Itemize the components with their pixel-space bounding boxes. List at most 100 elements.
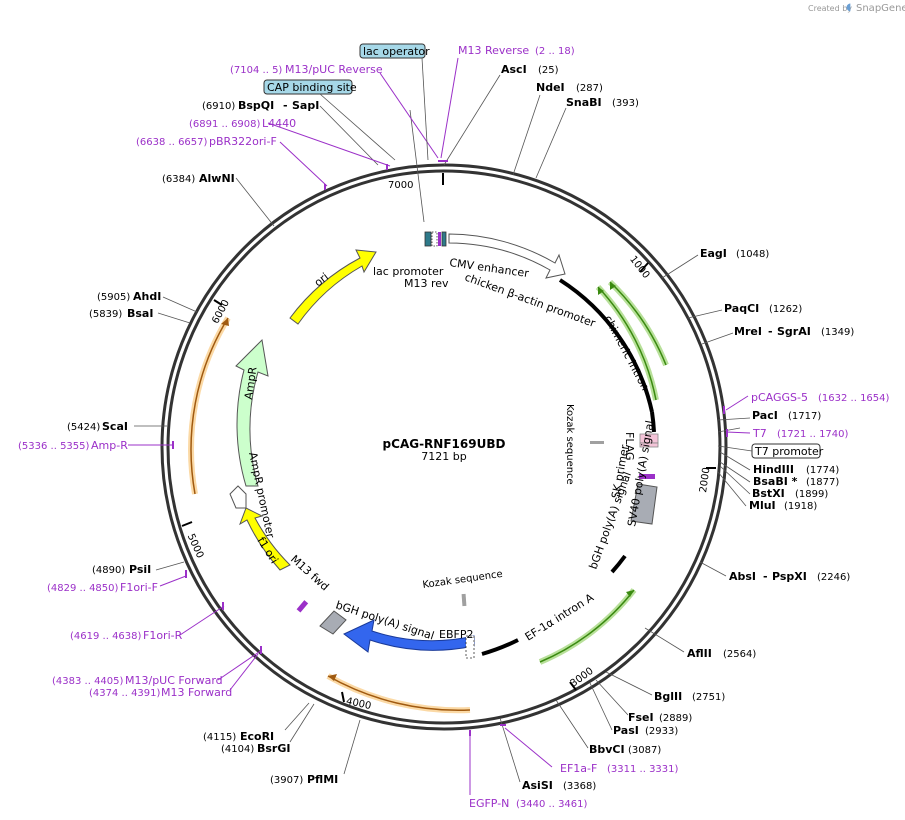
- enzyme-eagi[interactable]: EagI: [700, 247, 727, 260]
- ampr-arrow[interactable]: [235, 338, 269, 487]
- lac-operator-tag[interactable]: [359, 43, 426, 59]
- primer-l4440[interactable]: L4440: [262, 117, 296, 130]
- cmv-enhancer-arrow[interactable]: [448, 233, 566, 279]
- primer-ef1a-f[interactable]: EF1a-F: [560, 762, 597, 775]
- chimeric-intron-arc[interactable]: [650, 411, 656, 433]
- enzyme-bsabi[interactable]: BsaBI *: [753, 475, 798, 488]
- orange-arc-bottom-head: [328, 674, 337, 681]
- ebfp2-arrow[interactable]: [343, 619, 475, 653]
- enzyme-bglii-pos: (2751): [692, 692, 725, 703]
- lac-operator-leader: [421, 57, 429, 161]
- ef1a-arrow[interactable]: [539, 589, 635, 663]
- snapgene-brand: SnapGene: [856, 3, 905, 14]
- green-arrow-2[interactable]: [597, 286, 657, 401]
- m13-rev-mark[interactable]: [438, 232, 441, 246]
- enzyme-fsei[interactable]: FseI: [628, 711, 654, 724]
- t7-promoter-leader: [717, 445, 753, 452]
- primer-m13puc-rev[interactable]: M13/pUC Reverse: [285, 63, 383, 76]
- enzyme-eagi-pos: (1048): [736, 249, 769, 260]
- enzyme-sapi[interactable]: SapI: [292, 99, 319, 112]
- enzyme-paci[interactable]: PacI: [752, 409, 778, 422]
- t7-promoter-label: T7 promoter: [754, 445, 824, 458]
- primer-t7[interactable]: T7: [752, 427, 767, 440]
- bgh-polya-2-feature[interactable]: [319, 610, 347, 635]
- enzyme-snabi[interactable]: SnaBI: [566, 96, 602, 109]
- orange-arc-bottom[interactable]: [327, 675, 471, 712]
- green-arrow-1[interactable]: [609, 281, 667, 366]
- primer-f1ori-r[interactable]: F1ori-R: [143, 629, 183, 642]
- enzyme-psii[interactable]: PsiI: [129, 563, 151, 576]
- cap-site-box[interactable]: [441, 231, 447, 247]
- m13-fwd-mark[interactable]: [296, 600, 309, 613]
- tick-7000: 7000: [388, 180, 413, 191]
- enzyme-bsabi-pos: (1877): [806, 477, 839, 488]
- enzyme-bspqi[interactable]: BspQI: [238, 99, 274, 112]
- sv40-polya-feature[interactable]: [630, 483, 658, 525]
- primer-egfp-n[interactable]: EGFP-N: [469, 797, 509, 810]
- tick-marks: [181, 173, 716, 703]
- enzyme-mlui-pos: (1918): [784, 501, 817, 512]
- kozak-2-mark[interactable]: [461, 593, 467, 607]
- enzyme-paqci[interactable]: PaqCI: [724, 302, 759, 315]
- primer-m13fwd-range: (4374 .. 4391): [89, 688, 161, 699]
- cap-site-tag[interactable]: [263, 79, 353, 95]
- enzyme-sgrai[interactable]: SgrAI: [777, 325, 811, 338]
- enzyme-fsei-pos: (2889): [659, 713, 692, 724]
- orange-arc-left[interactable]: [190, 317, 229, 495]
- enzyme-ndei[interactable]: NdeI: [536, 81, 565, 94]
- kozak-1-mark[interactable]: [590, 441, 604, 444]
- enzyme-ecori[interactable]: EcoRI: [240, 730, 274, 743]
- enzyme-ahdi[interactable]: AhdI: [133, 290, 161, 303]
- f1-ori-arrow[interactable]: [239, 507, 291, 571]
- enzyme-mrei[interactable]: MreI: [734, 325, 762, 338]
- plasmid-name: pCAG-RNF169UBD: [383, 437, 506, 451]
- primer-m13fwd[interactable]: M13 Forward: [161, 686, 232, 699]
- sk-primer-mark[interactable]: [639, 474, 655, 479]
- label-m13-fwd: M13 fwd: [288, 553, 331, 594]
- enzyme-pflmi[interactable]: PflMI: [307, 773, 338, 786]
- ampr-promoter-arrow[interactable]: [229, 485, 247, 509]
- enzyme-alwni[interactable]: AlwNI: [199, 172, 235, 185]
- enzyme-bstxi[interactable]: BstXI: [752, 487, 785, 500]
- enzyme-absi[interactable]: AbsI: [729, 570, 756, 583]
- ori-arrow[interactable]: [289, 249, 377, 325]
- cba-promoter-arc[interactable]: [558, 278, 654, 413]
- primer-f1ori-r-range: (4619 .. 4638): [70, 631, 142, 642]
- ebfp2-hatch: [465, 635, 475, 659]
- primer-f1ori-f[interactable]: F1ori-F: [120, 581, 158, 594]
- primer-m13puc-fwd[interactable]: M13/pUC Forward: [125, 674, 223, 687]
- enzyme-asisi[interactable]: AsiSI: [522, 779, 553, 792]
- label-kozak-1: Kozak sequence: [564, 404, 575, 485]
- lac-promoter-box[interactable]: [431, 231, 438, 247]
- enzyme-bsai[interactable]: BsaI: [127, 307, 153, 320]
- enzyme-hindiii[interactable]: HindIII: [753, 463, 794, 476]
- enzyme-mlui[interactable]: MluI: [749, 499, 776, 512]
- enzyme-asci[interactable]: AscI: [501, 63, 527, 76]
- enzyme-pasi[interactable]: PasI: [613, 724, 639, 737]
- enzyme-bglii[interactable]: BglII: [654, 690, 682, 703]
- enzyme-bbvci[interactable]: BbvCI: [589, 743, 625, 756]
- enzyme-bbvci-pos: (3087): [628, 745, 661, 756]
- primer-m13puc-fwd-range: (4383 .. 4405): [52, 676, 124, 687]
- enzyme-pflmi-pos: (3907): [270, 775, 303, 786]
- primer-pcaggs5[interactable]: pCAGGS-5: [751, 391, 808, 404]
- enzyme-bsrgi[interactable]: BsrGI: [257, 742, 290, 755]
- ef1a-intron-arc[interactable]: [481, 638, 519, 656]
- primer-m13-reverse[interactable]: M13 Reverse: [458, 44, 529, 57]
- enzyme-scai[interactable]: ScaI: [102, 420, 128, 433]
- label-cba-promoter: chicken β-actin promoter: [463, 271, 598, 331]
- enzyme-pspxi[interactable]: PspXI: [772, 570, 807, 583]
- primer-ampr-range: (5336 .. 5355): [18, 441, 90, 452]
- bgh-polya-arc[interactable]: [610, 554, 627, 574]
- enzyme-asci-pos: (25): [538, 65, 559, 76]
- enzyme-asisi-pos: (3368): [563, 781, 596, 792]
- snapgene-logo-icon: ◖: [846, 2, 851, 13]
- lac-operator-box[interactable]: [424, 231, 432, 247]
- label-cmv-enhancer: CMV enhancer: [449, 256, 530, 280]
- primer-l4440-range: (6891 .. 6908): [189, 119, 261, 130]
- enzyme-aflii[interactable]: AflII: [687, 647, 712, 660]
- primer-ampr[interactable]: Amp-R: [91, 439, 128, 452]
- primer-pbr322[interactable]: pBR322ori-F: [209, 135, 277, 148]
- enzyme-bstxi-pos: (1899): [795, 489, 828, 500]
